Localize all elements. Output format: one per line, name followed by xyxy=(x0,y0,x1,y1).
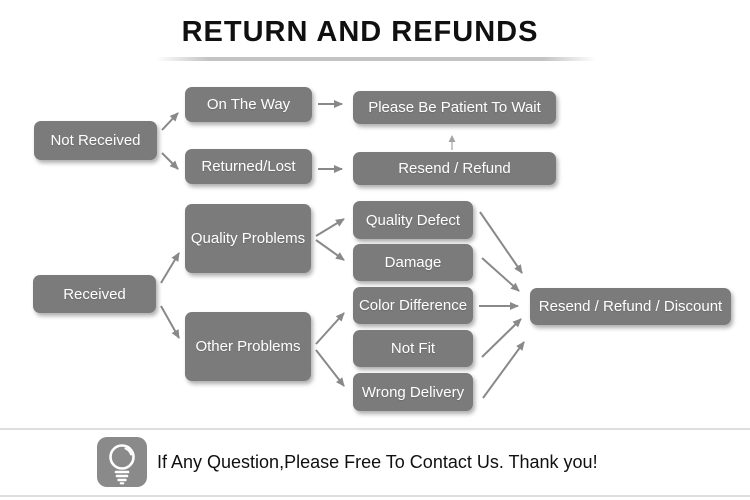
arrow-wrongdelivery-final xyxy=(482,341,525,399)
lightbulb-badge xyxy=(97,437,147,487)
node-on-the-way: On The Way xyxy=(185,87,312,122)
arrow-damage-final xyxy=(481,257,520,292)
node-damage: Damage xyxy=(353,244,473,281)
node-received: Received xyxy=(33,275,156,313)
node-other-problems: Other Problems xyxy=(185,312,311,381)
arrow-qualityproblems-damage xyxy=(315,239,345,261)
title-underline xyxy=(156,57,596,61)
node-wrong-delivery: Wrong Delivery xyxy=(353,373,473,411)
node-returned-lost: Returned/Lost xyxy=(185,149,312,184)
node-please-be-patient: Please Be Patient To Wait xyxy=(353,91,556,124)
arrow-otherproblems-colordifference xyxy=(315,312,345,345)
node-not-fit: Not Fit xyxy=(353,330,473,367)
node-quality-defect: Quality Defect xyxy=(353,201,473,239)
arrow-notfit-final xyxy=(481,318,522,358)
lightbulb-icon xyxy=(109,444,135,485)
node-resend-refund: Resend / Refund xyxy=(353,152,556,185)
arrow-received-qualityproblems xyxy=(160,252,180,284)
arrow-qualitydefect-final xyxy=(479,211,523,274)
node-quality-problems: Quality Problems xyxy=(185,204,311,273)
arrow-notreceived-ontheway xyxy=(161,112,179,131)
page-title: RETURN AND REFUNDS xyxy=(181,16,539,48)
node-color-difference: Color Difference xyxy=(353,287,473,324)
footer-divider-top xyxy=(0,428,750,430)
footer-message: If Any Question,Please Free To Contact U… xyxy=(157,451,598,472)
node-not-received: Not Received xyxy=(34,121,157,160)
arrow-received-otherproblems xyxy=(160,305,180,339)
arrow-qualityproblems-qualitydefect xyxy=(315,218,345,237)
node-resend-refund-discount: Resend / Refund / Discount xyxy=(530,288,731,325)
arrow-otherproblems-wrongdelivery xyxy=(315,349,345,387)
footer-divider-bottom xyxy=(0,495,750,497)
arrow-notreceived-returnedlost xyxy=(161,152,179,170)
